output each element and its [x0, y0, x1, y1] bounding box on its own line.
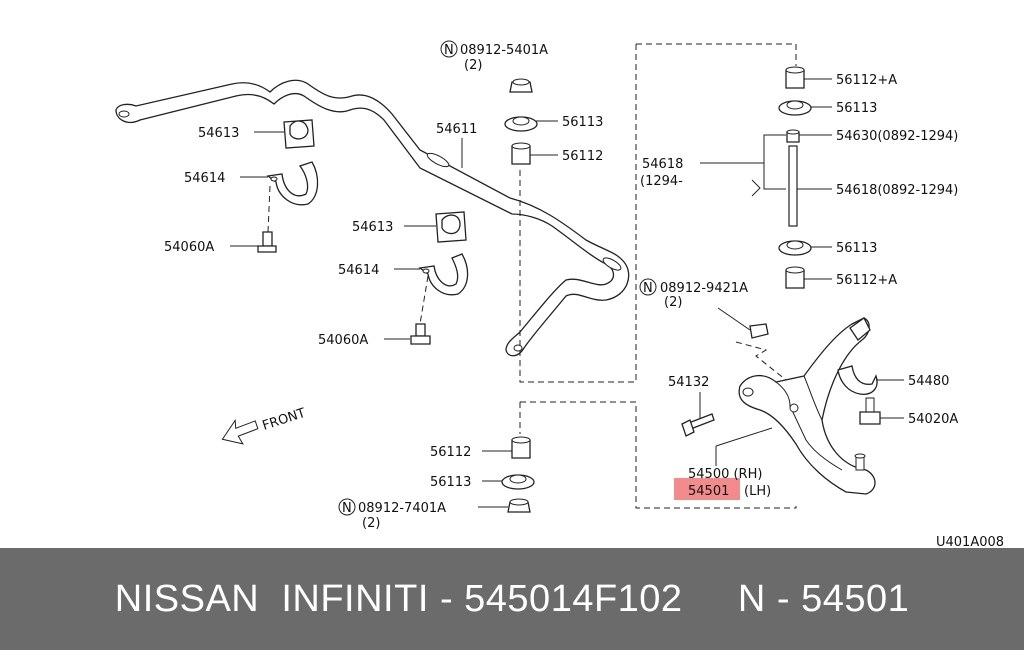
washer-icon [504, 116, 538, 132]
label-56112-top: 56112 [562, 149, 603, 164]
n-symbol-icon: N [440, 40, 458, 58]
bolt-icon [681, 413, 715, 437]
bushing-icon [435, 211, 467, 243]
n-symbol-icon: N [639, 278, 657, 296]
bushing-icon [785, 266, 805, 289]
svg-text:N: N [342, 501, 352, 516]
highlight-box [674, 478, 740, 500]
label-54618-left: 54618 [642, 157, 683, 172]
washer-icon [501, 474, 535, 490]
label-54132: 54132 [668, 375, 709, 390]
nut-icon [507, 498, 531, 513]
label-54613-upper: 54613 [198, 126, 239, 141]
svg-text:N: N [643, 281, 653, 296]
label-54630: 54630(0892-1294) [836, 129, 958, 144]
label-08912-5401A: 08912-5401A [460, 43, 548, 58]
stabilizer-bar [115, 79, 630, 357]
label-54060A-upper: 54060A [164, 240, 214, 255]
label-08912-9421A: 08912-9421A [660, 281, 748, 296]
label-54480: 54480 [908, 374, 949, 389]
front-arrow-icon [221, 418, 259, 445]
leader-lines [230, 78, 904, 508]
label-qty-mid: (2) [664, 295, 682, 310]
label-54613-lower: 54613 [352, 220, 393, 235]
diagram-code: U401A008 [936, 535, 1004, 548]
ball-joint-icon [854, 453, 866, 471]
bolt-icon [410, 323, 431, 345]
label-56113-top: 56113 [562, 115, 603, 130]
bushing-icon [283, 119, 315, 149]
label-54060A-lower: 54060A [318, 333, 368, 348]
label-56112A-bottom: 56112+A [836, 273, 897, 288]
label-54611: 54611 [436, 122, 477, 137]
clamp-icon [266, 161, 319, 206]
bushing-icon [785, 66, 805, 89]
washer-icon [778, 100, 812, 116]
label-54500: 54500 (RH) [688, 467, 762, 482]
nut-icon [509, 78, 533, 93]
bolt-icon [257, 231, 277, 253]
bushing-icon [511, 436, 531, 459]
label-54020A: 54020A [908, 412, 958, 427]
label-56112-bottom: 56112 [430, 445, 471, 460]
lower-control-arm [738, 317, 876, 495]
washer-icon [778, 240, 812, 256]
svg-text:N: N [444, 43, 454, 58]
stabilizer-link-rod-icon [788, 145, 798, 227]
label-qty-bottom: (2) [362, 516, 380, 531]
label-54614-upper: 54614 [184, 171, 225, 186]
label-54614-lower: 54614 [338, 263, 379, 278]
front-label: FRONT [261, 406, 308, 434]
label-56112A-top: 56112+A [836, 73, 897, 88]
n-symbol-icon: N [338, 498, 356, 516]
label-54618-right: 54618(0892-1294) [836, 183, 958, 198]
label-08912-7401A: 08912-7401A [358, 501, 446, 516]
spacer-icon [786, 129, 800, 143]
label-54618-range: (1294- [640, 174, 683, 189]
label-56113-right1: 56113 [836, 101, 877, 116]
label-qty-top: (2) [464, 58, 482, 73]
bracket-icon [837, 365, 878, 395]
part-number-caption: NISSAN INFINITI - 545014F102 N - 54501 [114, 577, 910, 620]
bolt-icon [859, 397, 881, 425]
label-54501-side: (LH) [744, 484, 771, 499]
label-56113-bottom: 56113 [430, 475, 471, 490]
nut-icon [749, 323, 769, 339]
label-56113-right2: 56113 [836, 241, 877, 256]
parts-diagram: FRONT N N N 08912-5401A (2) 56113 56112 … [115, 40, 1004, 548]
bushing-icon [511, 142, 531, 165]
footer-bar: NISSAN INFINITI - 545014F102 N - 54501 [0, 548, 1024, 650]
clamp-icon [418, 253, 469, 296]
label-54501: 54501 [688, 484, 729, 499]
